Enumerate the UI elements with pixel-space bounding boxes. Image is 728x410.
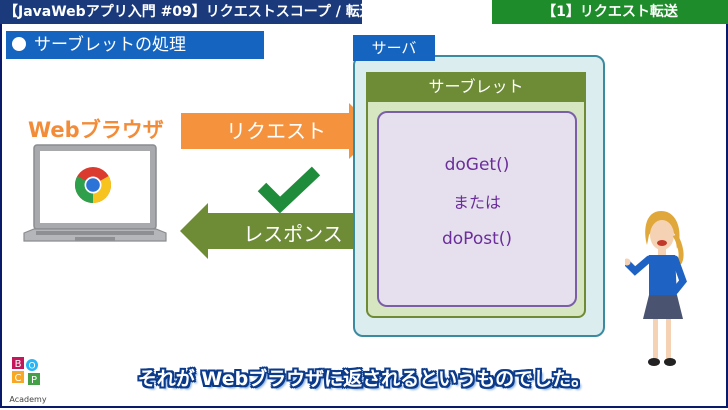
bocp-academy-logo: B O C P <box>12 357 40 386</box>
section-tag: 【1】リクエスト転送 <box>492 0 728 24</box>
check-icon <box>257 166 321 213</box>
bullet-icon <box>12 37 26 51</box>
servlet-label: サーブレット <box>366 72 586 102</box>
svg-text:B: B <box>15 359 22 370</box>
laptop-icon <box>23 144 167 242</box>
response-arrow <box>180 203 380 259</box>
method-box: doGet() または doPost() <box>377 111 577 307</box>
subtitle-text: サーブレットの処理 <box>34 35 186 55</box>
method-doget: doGet() <box>444 155 510 175</box>
svg-text:P: P <box>31 375 37 386</box>
slide-subtitle: サーブレットの処理 <box>6 31 264 59</box>
chrome-icon <box>74 167 112 203</box>
request-label: リクエスト <box>226 119 326 143</box>
browser-label: Webブラウザ <box>28 118 164 142</box>
svg-text:C: C <box>15 373 22 384</box>
response-label: レスポンス <box>243 222 343 246</box>
server-label: サーバ <box>353 35 435 61</box>
svg-text:O: O <box>28 362 35 372</box>
video-title: 【JavaWebアプリ入門 #09】リクエストスコープ / 転送 <box>0 0 374 24</box>
subtitle-caption: それが Webブラウザに返されるというものでした。 <box>137 368 591 390</box>
logo-academy-text: Academy <box>9 395 47 404</box>
method-dopost: doPost() <box>441 229 513 249</box>
request-arrow <box>181 103 377 159</box>
presenter-character <box>625 211 687 366</box>
method-or: または <box>452 193 501 212</box>
